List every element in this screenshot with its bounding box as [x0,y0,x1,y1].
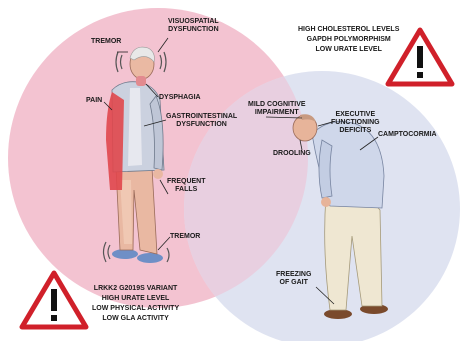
risk-factor: HIGH URATE LEVEL [92,294,179,304]
risk-factor: LRKK2 G2019S VARIANT [92,284,179,294]
symptom-mild-cognitive: MILD COGNITIVE IMPAIRMENT [248,101,306,117]
symptom-visuospatial: VISUOSPATIAL DYSFUNCTION [168,18,219,34]
symptom-gastrointestinal: GASTROINTESTINAL DYSFUNCTION [166,113,237,129]
risk-factor: LOW GLA ACTIVITY [92,314,179,324]
symptom-drooling: DROOLING [273,150,311,158]
left-risk-factors: LRKK2 G2019S VARIANT HIGH URATE LEVEL LO… [92,284,179,324]
symptom-freezing-of-gait: FREEZING OF GAIT [276,271,311,287]
symptom-frequent-falls: FREQUENT FALLS [167,178,206,194]
risk-factor: HIGH CHOLESTEROL LEVELS [298,25,399,35]
symptom-dysphagia: DYSPHAGIA [159,94,201,102]
symptom-tremor-head: TREMOR [91,38,121,46]
risk-factor: GAPDH POLYMORPHISM [298,35,399,45]
symptom-tremor-feet: TREMOR [170,233,200,241]
risk-factor: LOW URATE LEVEL [298,45,399,55]
symptom-camptocormia: CAMPTOCORMIA [378,131,437,139]
symptom-pain: PAIN [86,97,102,105]
risk-factor: LOW PHYSICAL ACTIVITY [92,304,179,314]
symptom-executive: EXECUTIVE FUNCTIONING DEFICITS [331,111,380,135]
right-risk-factors: HIGH CHOLESTEROL LEVELS GAPDH POLYMORPHI… [298,25,399,55]
